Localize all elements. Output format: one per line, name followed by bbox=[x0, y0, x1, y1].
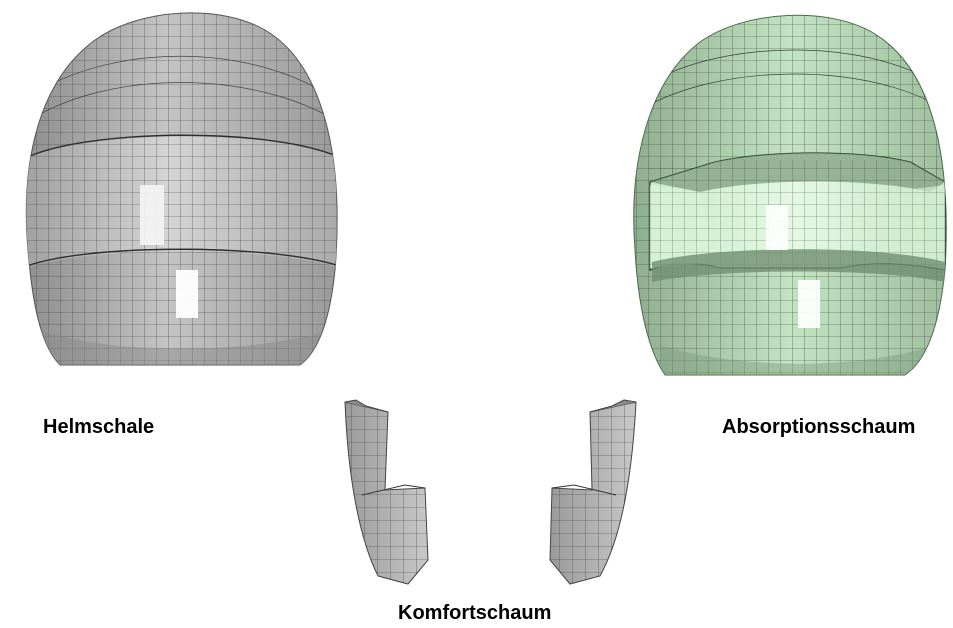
absorption-foam-mesh bbox=[633, 14, 947, 376]
comfort-pad-left bbox=[344, 399, 429, 585]
helmet-shell-mesh bbox=[25, 12, 338, 366]
comfort-pad-right bbox=[549, 399, 637, 585]
label-absorptionsschaum: Absorptionsschaum bbox=[722, 416, 916, 438]
label-helmschale: Helmschale bbox=[43, 416, 155, 438]
label-komfortschaum: Komfortschaum bbox=[398, 602, 552, 624]
